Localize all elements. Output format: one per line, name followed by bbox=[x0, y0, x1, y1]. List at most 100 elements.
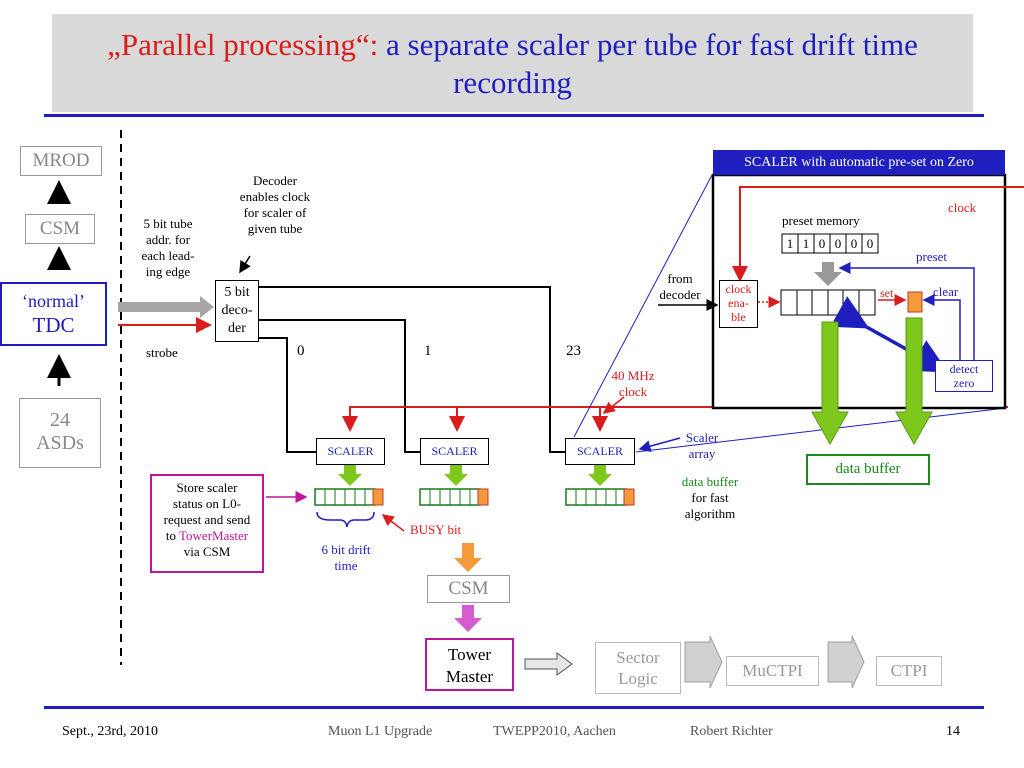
clock-note-arrow bbox=[602, 396, 625, 414]
preset-bit: 1 bbox=[786, 236, 794, 251]
store-line: request and send bbox=[163, 512, 251, 527]
muctpi-label: MuCTPI bbox=[742, 661, 803, 680]
sector-to-muctpi-arrow bbox=[684, 635, 723, 689]
scaler-label: SCALER bbox=[327, 444, 374, 458]
clock-enable-line: clock bbox=[725, 282, 752, 296]
clock-note-line: 40 MHz bbox=[611, 368, 655, 383]
store-line: Store scaler bbox=[176, 480, 238, 495]
preset-bit: 0 bbox=[834, 236, 842, 251]
title-underline bbox=[44, 114, 984, 117]
store-line: status on L0- bbox=[173, 496, 241, 511]
preset-load-arrow bbox=[814, 262, 842, 286]
preset-bit: 0 bbox=[850, 236, 858, 251]
footer-event: Muon L1 Upgrade bbox=[328, 724, 433, 739]
decoder-line-23 bbox=[258, 286, 565, 453]
data-buffer-note-green: data buffer bbox=[681, 474, 739, 489]
scaler-label: SCALER bbox=[576, 444, 623, 458]
footer-rule bbox=[44, 706, 984, 709]
title-highlight: „Parallel processing“: bbox=[107, 27, 379, 62]
csm-box-left: CSM bbox=[25, 214, 95, 244]
preset-memory-bits: 1 1 0 0 0 0 bbox=[782, 234, 878, 253]
gray-input-arrow bbox=[118, 296, 214, 318]
zoom-line-top bbox=[573, 174, 713, 438]
footer-page: 14 bbox=[946, 724, 960, 739]
scaler-array-line: array bbox=[688, 446, 716, 461]
decoder-note-line: enables clock bbox=[239, 189, 311, 204]
title-rest: a separate scaler per tube for fast drif… bbox=[378, 27, 918, 100]
green-arrow-1 bbox=[444, 462, 468, 486]
output-label-23: 23 bbox=[566, 343, 581, 359]
buffer-23 bbox=[565, 488, 635, 506]
drift-time-label: 6 bit drift time bbox=[306, 542, 386, 574]
store-towermaster: TowerMaster bbox=[179, 528, 249, 543]
preset-bit: 0 bbox=[818, 236, 826, 251]
strobe-label: strobe bbox=[146, 345, 178, 360]
data-buffer-note: data buffer for fast algorithm bbox=[665, 474, 755, 522]
scaler-23: SCALER bbox=[565, 438, 635, 465]
decoder-label-line: deco- bbox=[221, 303, 253, 318]
footer-date: Sept., 23rd, 2010 bbox=[62, 724, 159, 739]
sector-logic-box: Sector Logic bbox=[595, 642, 681, 694]
decoder-label-line: der bbox=[228, 321, 246, 336]
scaler-1: SCALER bbox=[420, 438, 489, 465]
inset-header: SCALER with automatic pre-set on Zero bbox=[713, 150, 1005, 175]
from-decoder-line: decoder bbox=[659, 287, 701, 302]
from-decoder-line: from bbox=[667, 271, 693, 286]
tower-line: Tower bbox=[447, 645, 492, 664]
tube-addr-line: addr. for bbox=[145, 232, 191, 247]
footer-author: Robert Richter bbox=[690, 724, 773, 739]
asds-box: 24 ASDs bbox=[19, 398, 101, 468]
drift-time-brace bbox=[316, 511, 375, 528]
decoder-note: Decoder enables clock for scaler of give… bbox=[225, 173, 325, 237]
tower-master-box: Tower Master bbox=[425, 638, 514, 691]
decoder-note-line: given tube bbox=[247, 221, 303, 236]
preset-bit: 1 bbox=[802, 236, 810, 251]
decoder-note-arrow bbox=[239, 255, 251, 274]
preset-memory-register bbox=[781, 233, 879, 254]
clock-enable-line: ena- bbox=[728, 296, 749, 310]
data-buffer-box: data buffer bbox=[806, 454, 930, 485]
clock-note-line: clock bbox=[618, 384, 648, 399]
clock-enable-box: clock ena- ble bbox=[719, 280, 758, 328]
scaler-0: SCALER bbox=[316, 438, 385, 465]
busy-arrow bbox=[381, 514, 405, 532]
data-buffer-note-line: for fast bbox=[691, 490, 729, 505]
tower-line: Master bbox=[445, 667, 494, 686]
decoder-note-line: Decoder bbox=[252, 173, 298, 188]
store-line: via CSM bbox=[183, 544, 231, 559]
clear-label: clear bbox=[933, 284, 959, 299]
busy-bit-label: BUSY bit bbox=[410, 522, 462, 537]
preset-feedback bbox=[838, 262, 975, 360]
store-line: to bbox=[165, 528, 179, 543]
scaler-array-line: Scaler bbox=[685, 430, 719, 445]
inset-clock-label: clock bbox=[948, 200, 977, 215]
preset-label: preset bbox=[916, 249, 948, 264]
preset-memory-label: preset memory bbox=[782, 213, 860, 228]
title-banner: „Parallel processing“: a separate scaler… bbox=[52, 14, 973, 112]
clock-enable-line: ble bbox=[731, 310, 746, 324]
decoder-box: 5 bit deco- der bbox=[215, 280, 259, 342]
green-arrow-busy bbox=[895, 317, 933, 446]
muctpi-box: MuCTPI bbox=[726, 656, 819, 686]
inset-clock-line bbox=[732, 186, 1024, 282]
clock-note: 40 MHz clock bbox=[598, 368, 668, 400]
mrod-label: MROD bbox=[32, 150, 90, 171]
sector-line: Sector bbox=[616, 648, 660, 667]
from-decoder-label: from decoder bbox=[650, 271, 710, 303]
zoom-line-bottom bbox=[635, 407, 1007, 453]
detect-zero-line: detect bbox=[949, 362, 979, 376]
drift-line: time bbox=[334, 558, 358, 573]
tdc-line-1: ‘normal’ bbox=[22, 291, 85, 311]
mrod-box: MROD bbox=[20, 146, 102, 176]
ctpi-label: CTPI bbox=[890, 661, 928, 680]
green-arrow-23 bbox=[588, 462, 612, 486]
tdc-line-2: TDC bbox=[32, 313, 75, 337]
asds-line-2: ASDs bbox=[36, 432, 84, 454]
detect-zero-line: zero bbox=[953, 376, 975, 390]
csm-bottom-label: CSM bbox=[448, 578, 489, 599]
tube-addr-line: ing edge bbox=[145, 264, 191, 279]
ctpi-box: CTPI bbox=[876, 656, 942, 686]
scaler-array-note: Scaler array bbox=[672, 430, 732, 462]
green-arrow-0 bbox=[338, 462, 362, 486]
decoder-line-0 bbox=[258, 337, 316, 453]
